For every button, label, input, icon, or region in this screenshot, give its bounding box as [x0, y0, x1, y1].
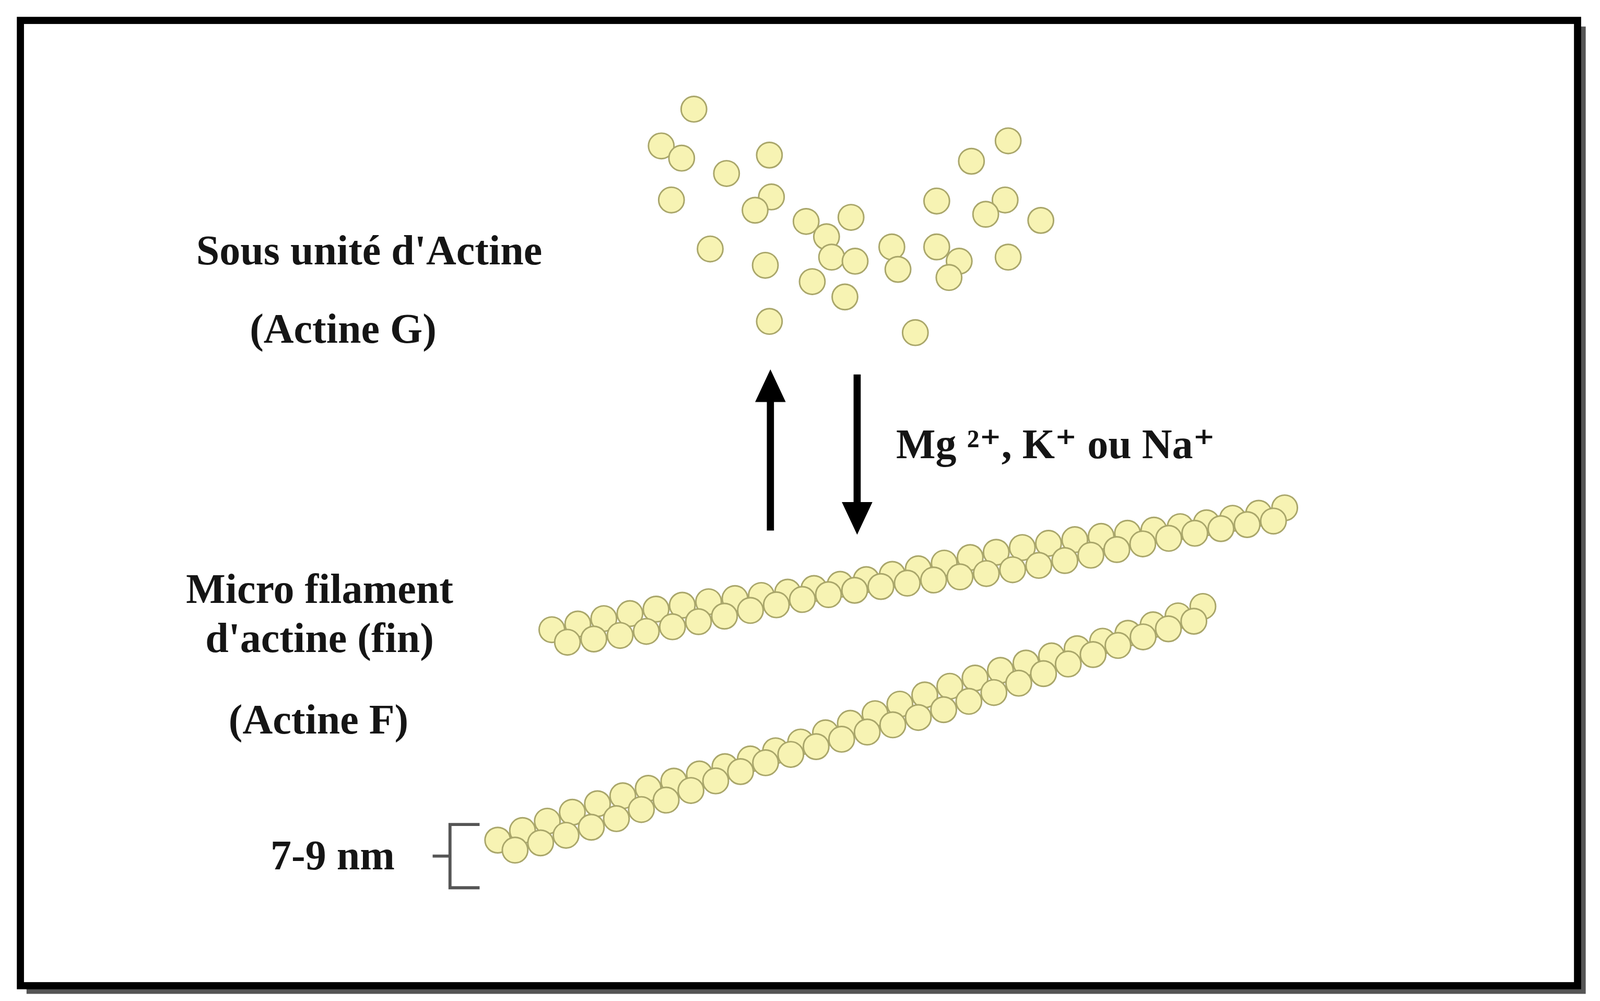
actin-bead	[1156, 525, 1182, 551]
actin-bead	[902, 319, 928, 346]
actin-bead	[854, 719, 880, 745]
actin-bead	[1028, 207, 1054, 233]
actin-bead	[1105, 632, 1132, 658]
actin-bead	[832, 284, 858, 310]
actin-bead	[931, 696, 957, 723]
actin-bead	[878, 233, 905, 260]
actin-bead	[973, 560, 999, 586]
actin-bead	[1155, 615, 1182, 642]
actin-bead	[1026, 552, 1052, 579]
actin-bead	[956, 688, 982, 714]
actin-bead	[607, 622, 633, 649]
actin-bead	[554, 629, 581, 655]
actin-bead	[678, 777, 704, 804]
g-actin-subunits	[648, 96, 1054, 346]
actin-bead	[1030, 660, 1057, 687]
actin-bead	[789, 586, 816, 613]
actin-bead	[815, 581, 842, 608]
actin-bead	[981, 679, 1007, 705]
actin-bead	[1000, 556, 1026, 583]
actin-bead	[756, 308, 783, 335]
actin-bead	[879, 711, 906, 738]
actin-bead	[711, 603, 738, 629]
actin-bead	[923, 187, 950, 214]
actin-bead	[920, 567, 947, 593]
actin-bead	[1181, 608, 1207, 634]
frame	[20, 20, 1578, 986]
actin-bead	[581, 626, 607, 652]
actin-bead	[803, 733, 829, 760]
actin-bead	[1130, 531, 1156, 557]
actin-bead	[958, 148, 985, 174]
down-arrow-head	[841, 501, 873, 535]
actin-bead	[658, 186, 685, 213]
actin-bead	[697, 236, 724, 262]
actin-bead	[628, 796, 655, 822]
actin-bead	[578, 814, 605, 840]
actin-bead	[828, 726, 855, 752]
actin-bead	[818, 244, 845, 270]
actin-bead	[1080, 641, 1107, 667]
dimension-label: 7-9 nm	[270, 830, 395, 880]
actin-bead	[799, 268, 826, 295]
actin-bead	[753, 749, 779, 776]
actin-bead	[742, 197, 769, 223]
actin-bead	[1182, 520, 1208, 546]
actin-bead	[752, 252, 779, 278]
actin-bead	[972, 201, 999, 228]
subunit-label: Sous unité d'Actine	[196, 225, 543, 275]
width-bracket	[432, 824, 480, 888]
actin-bead	[1260, 508, 1287, 534]
ion-label: Mg ²⁺, K⁺ ou Na⁺	[896, 419, 1216, 469]
actin-bead	[995, 244, 1021, 270]
actin-bead	[885, 256, 911, 282]
actin-bead	[603, 805, 630, 832]
actin-bead	[1052, 547, 1078, 573]
actin-bead	[553, 821, 580, 848]
actin-bead	[841, 577, 868, 603]
up-arrow-head	[755, 369, 786, 402]
actin-bead	[842, 248, 868, 275]
actin-bead	[756, 142, 783, 168]
f-actin-filaments	[485, 495, 1298, 863]
filament-label: Micro filament d'actine (fin)	[142, 563, 498, 663]
actin-bead	[905, 704, 932, 731]
actin-bead	[868, 573, 894, 599]
actin-bead	[713, 160, 740, 187]
actin-bead	[1234, 511, 1261, 538]
equilibrium-arrows	[755, 369, 873, 535]
actin-bead	[737, 597, 764, 623]
actin-bead	[685, 608, 712, 634]
subunit-label: (Actine G)	[249, 303, 437, 354]
actin-bead	[1055, 651, 1081, 677]
actin-bead	[894, 570, 921, 596]
actin-bead	[763, 591, 790, 618]
actin-bead	[1103, 536, 1130, 563]
actin-bead	[702, 767, 729, 794]
actin-bead	[947, 563, 973, 590]
actin-bead	[502, 837, 528, 863]
actin-bead	[680, 96, 707, 123]
actin-bead	[1005, 669, 1032, 696]
actin-bead	[668, 145, 695, 171]
actin-bead	[527, 829, 554, 856]
actin-bead	[936, 264, 962, 291]
down-arrow-shaft	[853, 374, 862, 507]
actin-bead	[633, 618, 660, 644]
actin-bead	[923, 233, 950, 260]
actin-bead	[838, 204, 864, 231]
filament-label: (Actine F)	[228, 694, 409, 744]
actin-bead	[995, 127, 1021, 154]
actin-bead	[778, 741, 804, 768]
actin-bead	[727, 758, 754, 784]
actin-bead	[653, 786, 679, 813]
up-arrow-shaft	[766, 397, 774, 531]
actin-bead	[659, 613, 686, 640]
actin-bead	[1130, 624, 1157, 650]
actin-bead	[1078, 542, 1104, 568]
actin-bead	[1208, 515, 1234, 541]
